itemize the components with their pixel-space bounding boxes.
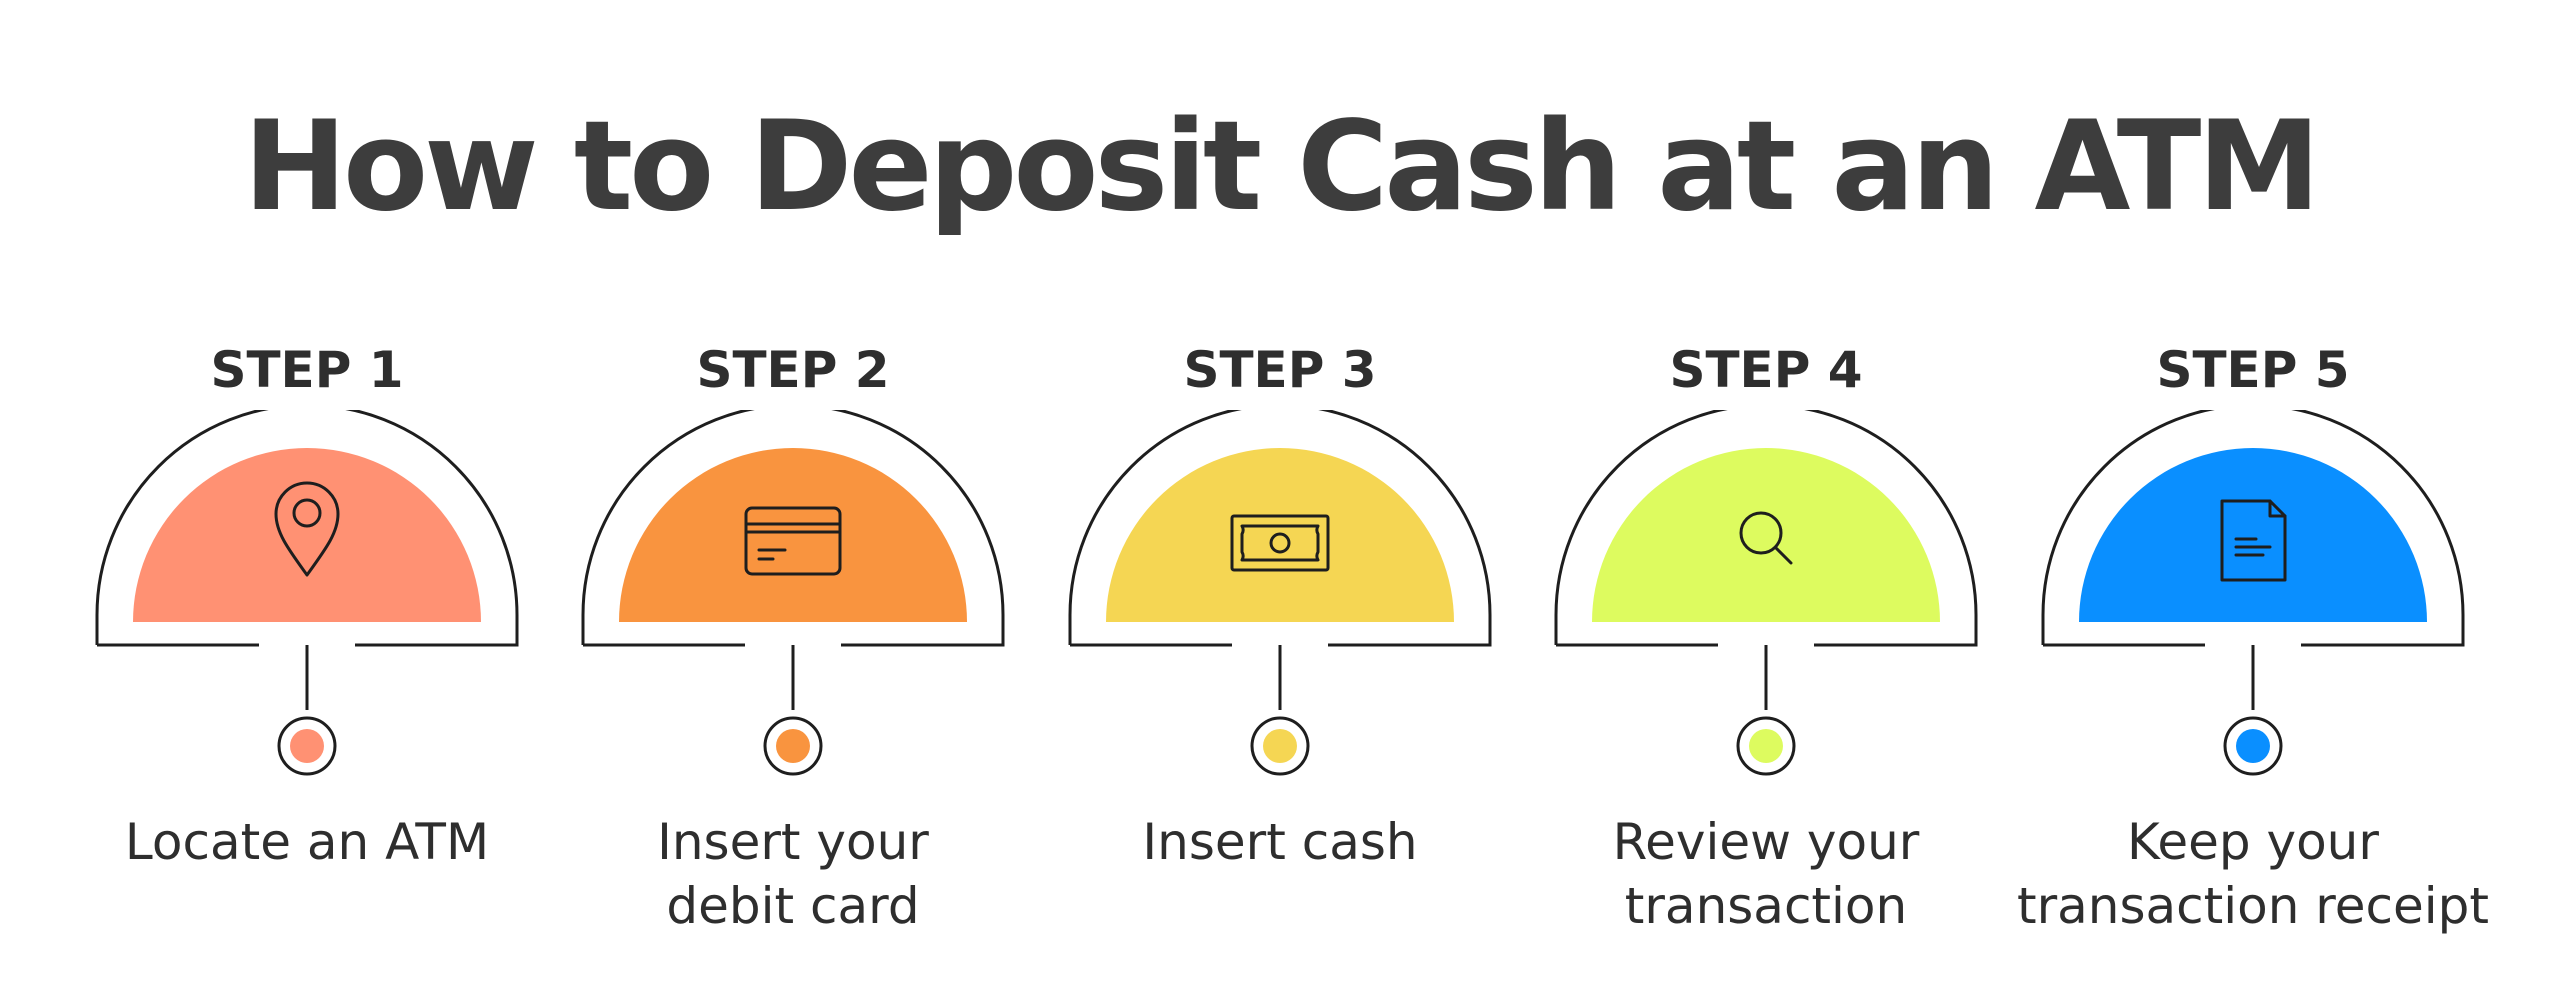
step-marker: [1250, 716, 1310, 776]
step-label: STEP 5: [2156, 341, 2350, 399]
step-3: STEP 3 Insert cash: [1020, 330, 1540, 970]
step-label: STEP 1: [210, 341, 404, 399]
credit-card-icon: [744, 506, 842, 576]
document-icon: [2220, 499, 2287, 582]
step-5: STEP 5 Keep your transaction receipt: [1993, 330, 2513, 970]
step-gauge: [1554, 410, 1978, 710]
step-4: STEP 4 Review your transaction: [1506, 330, 2026, 970]
step-marker: [277, 716, 337, 776]
step-2: STEP 2 Insert your debit card: [533, 330, 1053, 970]
step-label: STEP 2: [696, 341, 890, 399]
step-marker: [763, 716, 823, 776]
step-description: Insert cash: [1142, 813, 1418, 871]
step-description: Keep your transaction receipt: [2016, 813, 2490, 935]
step-description: Locate an ATM: [124, 813, 490, 871]
step-label: STEP 3: [1183, 341, 1377, 399]
step-1: STEP 1 Locate an ATM: [47, 330, 567, 970]
step-description: Review your transaction: [1612, 813, 1920, 935]
cash-bill-icon: [1230, 514, 1330, 572]
magnifying-glass-icon: [1739, 511, 1793, 565]
step-gauge: [2041, 410, 2465, 710]
step-description: Insert your debit card: [657, 813, 929, 935]
step-gauge: [581, 410, 1005, 710]
step-gauge: [95, 410, 519, 710]
step-marker: [2223, 716, 2283, 776]
step-marker: [1736, 716, 1796, 776]
step-gauge: [1068, 410, 1492, 710]
step-label: STEP 4: [1669, 341, 1863, 399]
location-pin-icon: [274, 481, 340, 577]
page-title: How to Deposit Cash at an ATM: [243, 95, 2321, 239]
